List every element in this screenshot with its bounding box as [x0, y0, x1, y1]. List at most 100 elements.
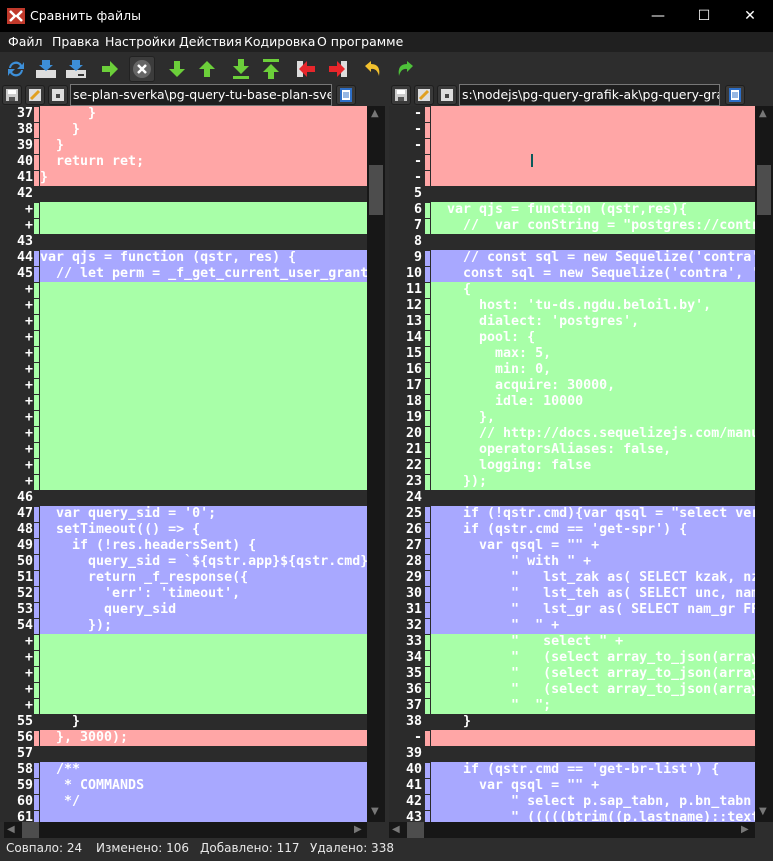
code-line[interactable]: var qsql = "" + [431, 538, 755, 554]
code-line[interactable]: " lst_gr as( SELECT nam_gr FR [431, 602, 755, 618]
code-line[interactable]: var query_sid = '0'; [40, 506, 367, 522]
diff-row-add[interactable]: 37 " "; [389, 698, 755, 714]
code-line[interactable]: const sql = new Sequelize('contra', ' [431, 266, 755, 282]
diff-row-del[interactable]: - [389, 730, 755, 746]
code-line[interactable] [40, 458, 367, 474]
prev-diff-button[interactable] [194, 56, 220, 82]
scroll-right-icon[interactable]: ▶ [354, 824, 362, 835]
diff-row-add[interactable]: 18 idle: 10000 [389, 394, 755, 410]
code-line[interactable] [431, 106, 755, 122]
right-save-button[interactable] [391, 85, 411, 105]
next-diff-button[interactable] [164, 56, 190, 82]
code-line[interactable]: acquire: 30000, [431, 378, 755, 394]
code-line[interactable] [40, 698, 367, 714]
code-line[interactable]: setTimeout(() => { [40, 522, 367, 538]
diff-row-add[interactable]: 15 max: 5, [389, 346, 755, 362]
left-file-path-input[interactable]: se-plan-sverka\pg-query-tu-base-plan-sve… [70, 84, 332, 106]
diff-row-chg[interactable]: 26 if (qstr.cmd == 'get-spr') { [389, 522, 755, 538]
code-line[interactable] [40, 634, 367, 650]
diff-row-del[interactable]: 37 } [0, 106, 367, 122]
diff-row-chg[interactable]: 58 /** [0, 762, 367, 778]
diff-row-eq[interactable]: 42 [0, 186, 367, 202]
diff-row-chg[interactable]: 25 if (!qstr.cmd){var qsql = "select ver [389, 506, 755, 522]
left-horizontal-scrollbar[interactable]: ◀▶ [4, 822, 367, 838]
minimize-button[interactable]: — [651, 8, 665, 24]
diff-row-eq[interactable]: 8 [389, 234, 755, 250]
left-vertical-scrollbar[interactable]: ▲▼ [367, 106, 385, 822]
diff-row-chg[interactable]: 53 query_sid [0, 602, 367, 618]
code-line[interactable] [40, 666, 367, 682]
code-line[interactable]: max: 5, [431, 346, 755, 362]
diff-row-eq[interactable]: 5 [389, 186, 755, 202]
diff-row-add[interactable]: 6 var qjs = function (qstr,res){ [389, 202, 755, 218]
diff-row-add[interactable]: + [0, 634, 367, 650]
diff-row-add[interactable]: + [0, 378, 367, 394]
first-diff-button[interactable] [258, 56, 284, 82]
code-line[interactable]: if (qstr.cmd == 'get-br-list') { [431, 762, 755, 778]
code-line[interactable]: var qjs = function (qstr,res){ [431, 202, 755, 218]
diff-row-del[interactable]: - [389, 138, 755, 154]
code-line[interactable]: } [40, 170, 367, 186]
diff-row-chg[interactable]: 50 query_sid = `${qstr.app}${qstr.cmd} [0, 554, 367, 570]
diff-row-chg[interactable]: 9 // const sql = new Sequelize('contra' [389, 250, 755, 266]
diff-row-add[interactable]: 19 }, [389, 410, 755, 426]
code-line[interactable]: // let perm = _f_get_current_user_grant [40, 266, 367, 282]
scroll-thumb[interactable] [407, 822, 424, 838]
code-line[interactable] [40, 234, 367, 250]
copy-to-right-button[interactable] [325, 56, 351, 82]
diff-row-del[interactable]: - [389, 122, 755, 138]
diff-row-chg[interactable]: 30 " lst_teh as( SELECT unc, nam [389, 586, 755, 602]
diff-row-add[interactable]: + [0, 314, 367, 330]
diff-row-add[interactable]: 16 min: 0, [389, 362, 755, 378]
code-line[interactable]: " select p.sap_tabn, p.bn_tabn [431, 794, 755, 810]
copy-to-left-button[interactable] [293, 56, 319, 82]
menu-edit[interactable]: Правка [52, 34, 100, 49]
code-line[interactable] [431, 234, 755, 250]
code-line[interactable] [431, 730, 755, 746]
diff-row-chg[interactable]: 10 const sql = new Sequelize('contra', ' [389, 266, 755, 282]
code-line[interactable]: }, [431, 410, 755, 426]
diff-row-add[interactable]: 13 dialect: 'postgres', [389, 314, 755, 330]
diff-row-eq[interactable]: 57 [0, 746, 367, 762]
code-line[interactable] [40, 298, 367, 314]
code-line[interactable]: min: 0, [431, 362, 755, 378]
code-line[interactable] [40, 394, 367, 410]
diff-row-add[interactable]: + [0, 650, 367, 666]
code-line[interactable] [40, 314, 367, 330]
code-line[interactable]: if (!qstr.cmd){var qsql = "select ver [431, 506, 755, 522]
diff-row-chg[interactable]: 54 }); [0, 618, 367, 634]
open-right-button[interactable] [63, 56, 89, 82]
menu-file[interactable]: Файл [8, 34, 43, 49]
diff-row-del[interactable]: - [389, 106, 755, 122]
right-horizontal-scrollbar[interactable]: ◀▶ [389, 822, 755, 838]
compare-button[interactable] [97, 56, 123, 82]
diff-row-chg[interactable]: 29 " lst_zak as( SELECT kzak, nz [389, 570, 755, 586]
stop-button[interactable] [129, 56, 155, 82]
code-line[interactable]: " lst_teh as( SELECT unc, nam [431, 586, 755, 602]
code-line[interactable] [40, 346, 367, 362]
code-line[interactable] [40, 410, 367, 426]
open-left-button[interactable] [33, 56, 59, 82]
code-line[interactable]: " (select array_to_json(array [431, 682, 755, 698]
code-line[interactable]: " (select array_to_json(array [431, 650, 755, 666]
scroll-left-icon[interactable]: ◀ [392, 824, 400, 835]
code-line[interactable]: var qjs = function (qstr, res) { [40, 250, 367, 266]
diff-row-eq[interactable]: 55 } [0, 714, 367, 730]
diff-row-add[interactable]: + [0, 474, 367, 490]
right-edit-button[interactable] [414, 85, 434, 105]
diff-row-del[interactable]: - [389, 154, 755, 170]
diff-row-chg[interactable]: 51 return _f_response({ [0, 570, 367, 586]
code-line[interactable]: */ [40, 794, 367, 810]
menu-actions[interactable]: Действия [179, 34, 242, 49]
right-browse-button[interactable] [725, 85, 745, 105]
scroll-thumb[interactable] [757, 165, 771, 215]
code-line[interactable]: if (!res.headersSent) { [40, 538, 367, 554]
diff-row-chg[interactable]: 48 setTimeout(() => { [0, 522, 367, 538]
scroll-up-icon[interactable]: ▲ [371, 108, 379, 119]
code-line[interactable]: } [40, 138, 367, 154]
code-line[interactable]: " (select array_to_json(array [431, 666, 755, 682]
code-line[interactable] [431, 170, 755, 186]
diff-row-add[interactable]: + [0, 282, 367, 298]
code-line[interactable]: var qsql = "" + [431, 778, 755, 794]
